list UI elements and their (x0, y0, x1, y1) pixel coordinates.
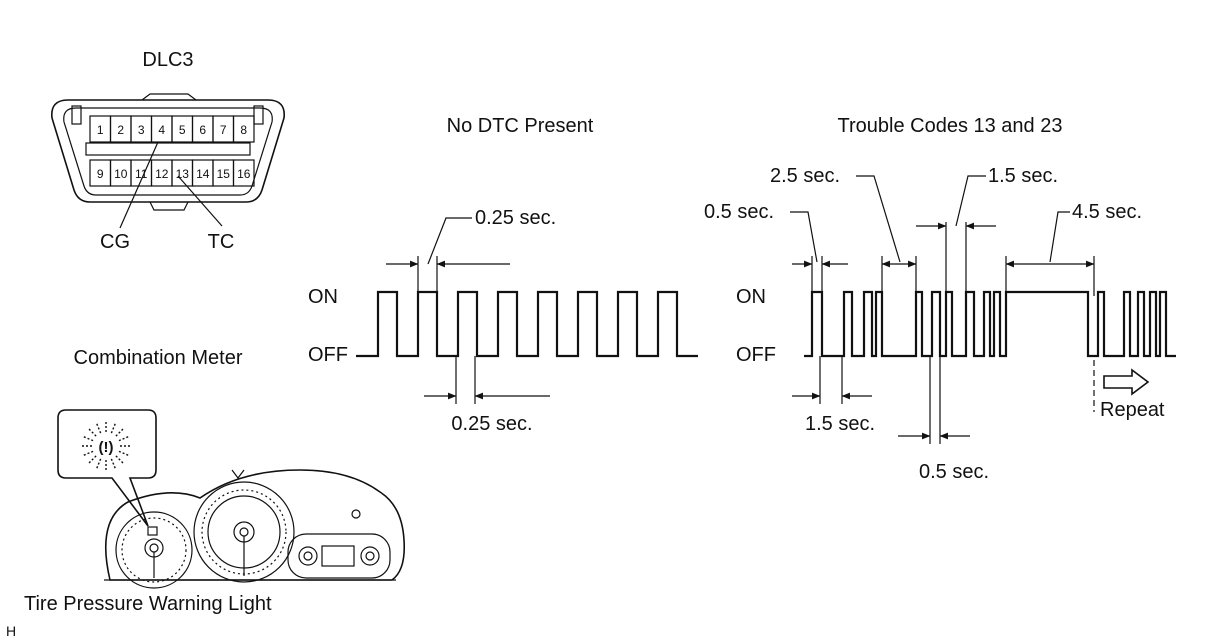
pin-number: 4 (158, 123, 165, 137)
codes-on-label: ON (736, 286, 766, 308)
combination-meter: Combination Meter (!) (24, 347, 406, 615)
no-dtc-on-label: ON (308, 286, 338, 308)
tire-pressure-warning-icon: (!) (82, 422, 130, 470)
warning-lamp-symbol: (!) (99, 439, 114, 456)
pin-number: 3 (138, 123, 145, 137)
footer-code: H (6, 623, 16, 639)
pin-cell (232, 159, 255, 187)
pin-number: 1 (97, 123, 104, 137)
no-dtc-on-duration-label: 0.25 sec. (475, 207, 556, 229)
cg-label: CG (100, 231, 130, 253)
pin-number: 9 (97, 167, 104, 181)
codes-1-5-bottom-label: 1.5 sec. (805, 413, 875, 435)
codes-off-label: OFF (736, 344, 776, 366)
codes-1-5-top-label: 1.5 sec. (988, 165, 1058, 187)
meter-title: Combination Meter (74, 347, 243, 369)
codes-title: Trouble Codes 13 and 23 (838, 115, 1063, 137)
codes-0-5-top-label: 0.5 sec. (704, 201, 774, 223)
no-dtc-waveform (356, 290, 698, 358)
pin-row-bottom: 9 10 11 12 13 14 15 16 (89, 159, 255, 187)
pin-number: 10 (114, 167, 128, 181)
codes-waveform (804, 290, 1176, 358)
pin-number: 12 (155, 167, 169, 181)
codes-0-5-bottom-label: 0.5 sec. (919, 461, 989, 483)
warning-light-label: Tire Pressure Warning Light (24, 593, 272, 615)
pin-number: 16 (237, 167, 251, 181)
pin-number: 7 (220, 123, 227, 137)
pin-number: 11 (135, 167, 148, 181)
no-dtc-off-label: OFF (308, 344, 348, 366)
repeat-arrow-icon (1103, 368, 1150, 396)
repeat-label: Repeat (1100, 399, 1165, 421)
no-dtc-chart: No DTC Present ON OFF 0.25 sec. 0.25 sec… (308, 115, 698, 435)
tc-label: TC (208, 231, 235, 253)
pin-number: 6 (199, 123, 206, 137)
codes-4-5-label: 4.5 sec. (1072, 201, 1142, 223)
pin-number: 5 (179, 123, 186, 137)
codes-2-5-label: 2.5 sec. (770, 165, 840, 187)
dlc3-title: DLC3 (142, 49, 193, 71)
pin-number: 13 (176, 167, 190, 181)
no-dtc-off-duration-label: 0.25 sec. (451, 413, 532, 435)
pin-number: 15 (217, 167, 231, 181)
pin-cell (232, 115, 255, 143)
pin-number: 8 (240, 123, 247, 137)
pin-number: 14 (196, 167, 210, 181)
pin-number: 2 (117, 123, 124, 137)
no-dtc-title: No DTC Present (447, 115, 594, 137)
trouble-codes-chart: Trouble Codes 13 and 23 ON OFF 0.5 sec. … (704, 115, 1176, 483)
